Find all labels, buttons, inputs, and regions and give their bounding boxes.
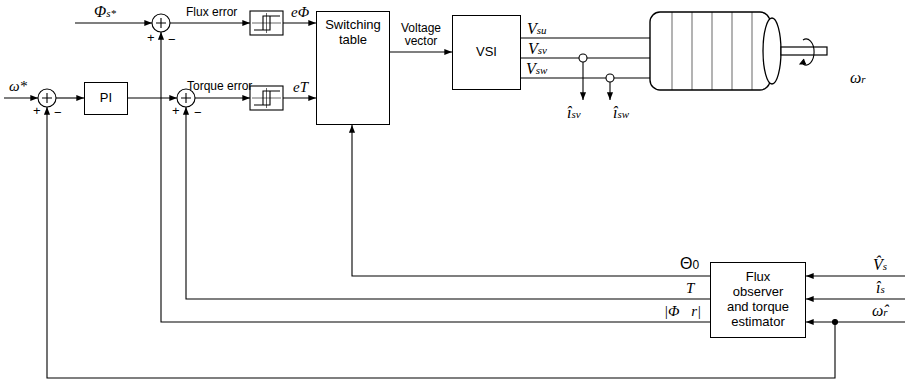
voltage-label: Vsv — [528, 40, 547, 58]
phase-wire — [521, 38, 650, 78]
input-label: ω̂r — [872, 302, 888, 320]
sign-mark: − — [168, 32, 176, 47]
motor-fins — [672, 12, 752, 90]
connector — [352, 125, 710, 276]
sign-mark: + — [172, 103, 180, 118]
hysteresis-axes — [252, 88, 281, 108]
signal-line — [56, 97, 84, 98]
box-text: Switching table — [321, 18, 385, 48]
box-text: Flux observer and torque estimator — [724, 270, 792, 330]
connector — [390, 51, 452, 52]
voltage-label: Vsu — [527, 20, 547, 38]
junction-cross — [181, 93, 191, 103]
hysteresis-loop — [254, 16, 280, 30]
signal-name: Flux error — [186, 5, 237, 19]
torque-feedback-line — [186, 107, 710, 299]
measurement-line — [609, 82, 610, 100]
speed-label: ωr — [850, 69, 866, 87]
input-line — [806, 321, 905, 322]
hysteresis-block — [250, 11, 283, 35]
input-label: îs — [876, 279, 885, 297]
connector-label: Voltage vector — [393, 22, 449, 48]
current-sensor — [579, 54, 587, 62]
sign-mark: + — [147, 30, 155, 45]
switching-table-box: Switching table — [316, 11, 390, 125]
signal-name: |Φ⃗r| — [664, 303, 701, 320]
signal-line — [4, 97, 38, 98]
motor-end-cap — [763, 18, 781, 84]
current-sensor — [606, 74, 614, 82]
observer-box: Flux observer and torque estimator — [710, 262, 806, 338]
box-text: VSI — [476, 45, 497, 60]
box-text: PI — [100, 91, 112, 106]
rotation-arrowhead — [800, 59, 806, 64]
summing-junction — [152, 14, 170, 32]
junction-dot — [833, 320, 838, 325]
flux-feedback-line — [161, 32, 710, 322]
signal-name: T — [686, 280, 694, 297]
signal-line — [195, 97, 250, 98]
junction-cross — [156, 18, 166, 28]
reference-symbol: ω* — [9, 78, 27, 95]
signal-line — [128, 97, 177, 98]
current-label: îsw — [613, 104, 629, 122]
reference-symbol: Φs* — [94, 3, 116, 21]
sign-mark: + — [33, 103, 41, 118]
sign-mark: − — [54, 105, 62, 120]
voltage-label: Vsw — [526, 60, 547, 78]
summing-junction — [38, 89, 56, 107]
junction-cross — [42, 93, 52, 103]
signal-line — [75, 22, 152, 23]
motor-shaft — [781, 47, 827, 55]
current-label: îsv — [567, 104, 581, 122]
speed-feedback-line — [47, 107, 835, 378]
measurement-line — [582, 62, 583, 100]
signal-line — [170, 22, 250, 23]
signal-name: eΦ — [291, 4, 309, 21]
inverter-box: VSI — [452, 15, 521, 90]
input-label: V̂s — [873, 256, 887, 274]
signal-name: Torque error — [187, 79, 252, 93]
motor-body — [650, 12, 770, 90]
connector-label: Θ0 — [680, 255, 699, 273]
hysteresis-block — [250, 86, 283, 110]
input-line — [806, 298, 905, 299]
input-line — [806, 275, 905, 276]
signal-line — [283, 97, 316, 98]
signal-line — [283, 22, 316, 23]
signal-name: eT — [293, 79, 308, 96]
hysteresis-loop — [254, 91, 280, 105]
controller-box: PI — [84, 82, 128, 115]
hysteresis-axes — [252, 13, 281, 33]
sign-mark: − — [194, 105, 202, 120]
